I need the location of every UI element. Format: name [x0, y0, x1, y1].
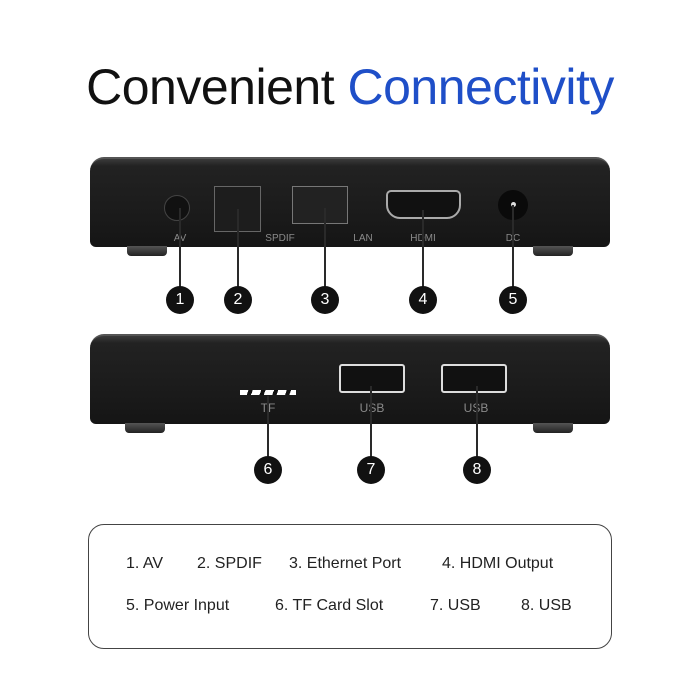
device-foot: [127, 246, 167, 256]
legend-box: [88, 524, 612, 649]
legend-item: 7. USB: [430, 597, 481, 614]
port-label-usb: USB: [359, 401, 385, 415]
title-part1: Convenient: [86, 59, 335, 115]
title-part2: Connectivity: [347, 59, 615, 115]
callout-number: 8: [463, 456, 491, 484]
callout-line: [267, 396, 269, 470]
device-foot: [533, 246, 573, 256]
device-foot: [125, 423, 165, 433]
callout-line: [476, 386, 478, 470]
callout-number: 6: [254, 456, 282, 484]
callout-line: [324, 208, 326, 300]
lan-port: [292, 186, 348, 224]
callout-number: 5: [499, 286, 527, 314]
callout-number: 4: [409, 286, 437, 314]
callout-line: [370, 386, 372, 470]
av-port: [164, 195, 190, 221]
usb-port: [441, 364, 507, 393]
tf-slot: [240, 390, 296, 395]
legend-item: 6. TF Card Slot: [275, 597, 384, 614]
legend-item: 1. AV: [126, 555, 164, 572]
callout-number: 3: [311, 286, 339, 314]
legend-item: 8. USB: [521, 597, 572, 614]
callout-number: 1: [166, 286, 194, 314]
usb-port: [339, 364, 405, 393]
legend-item: 3. Ethernet Port: [289, 555, 402, 572]
legend-item: 4. HDMI Output: [442, 555, 554, 572]
legend-item: 2. SPDIF: [197, 555, 262, 572]
port-label-lan: LAN: [353, 233, 373, 244]
callout-line: [179, 208, 181, 300]
device-foot: [533, 423, 573, 433]
legend-item: 5. Power Input: [126, 597, 230, 614]
callout-line: [422, 210, 424, 300]
port-label-spdif: SPDIF: [265, 233, 295, 244]
callout-line: [237, 209, 239, 300]
callout-number: 7: [357, 456, 385, 484]
page-title: Convenient Connectivity: [0, 58, 700, 116]
callout-number: 2: [224, 286, 252, 314]
callout-line: [512, 205, 514, 300]
